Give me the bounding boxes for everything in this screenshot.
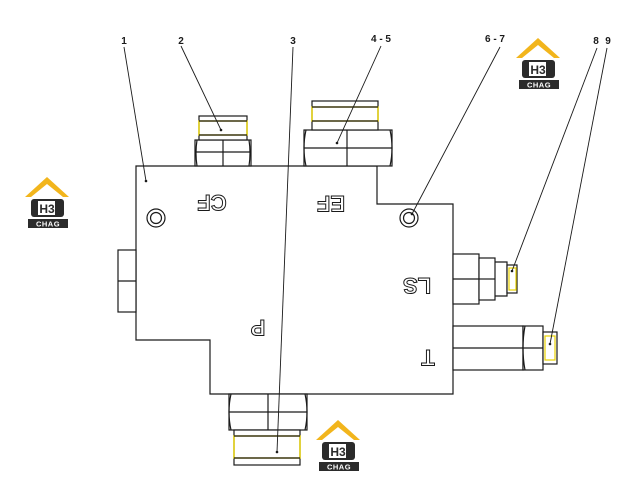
callout-1: 1 (121, 36, 127, 47)
brand-logo-top-right: H3 CHAG (516, 38, 560, 90)
leader-8 (511, 47, 598, 272)
leader-2 (180, 45, 222, 131)
callout-2: 2 (178, 36, 184, 47)
leader-6-7 (411, 46, 501, 215)
callout-4-5: 4 - 5 (371, 34, 391, 45)
brand-logo-bottom: H3 CHAG (316, 420, 360, 472)
logo-monogram: H3 (330, 445, 346, 459)
port-label-ls: LS (403, 273, 431, 298)
leader-4-5 (336, 45, 382, 144)
logo-monogram: H3 (39, 202, 55, 216)
fitting-4-5 (303, 100, 393, 167)
port-label-ef: EF (317, 191, 345, 216)
leader-end-dots (144, 128, 552, 454)
fitting-3 (228, 393, 308, 466)
fitting-8 (452, 253, 518, 305)
mounting-hole-right (399, 208, 419, 228)
port-label-t: T (421, 345, 435, 370)
valve-body-outline (135, 165, 454, 395)
logo-wordmark: CHAG (36, 220, 60, 229)
fitting-2 (194, 115, 252, 167)
callout-9: 9 (605, 36, 611, 47)
leader-1 (123, 46, 147, 182)
logo-wordmark: CHAG (527, 81, 551, 90)
leader-3 (276, 46, 294, 453)
callout-3: 3 (290, 36, 296, 47)
port-label-cf: CF (197, 190, 226, 215)
logo-wordmark: CHAG (327, 463, 351, 472)
callout-8: 8 (593, 36, 599, 47)
leader-lines (123, 45, 608, 453)
fitting-9 (452, 325, 558, 371)
port-label-p: P (251, 315, 266, 340)
logo-monogram: H3 (530, 63, 546, 77)
mounting-hole-left (146, 208, 166, 228)
brand-logo-left: H3 CHAG (25, 177, 69, 229)
callout-6-7: 6 - 7 (485, 34, 505, 45)
leader-9 (549, 47, 608, 345)
